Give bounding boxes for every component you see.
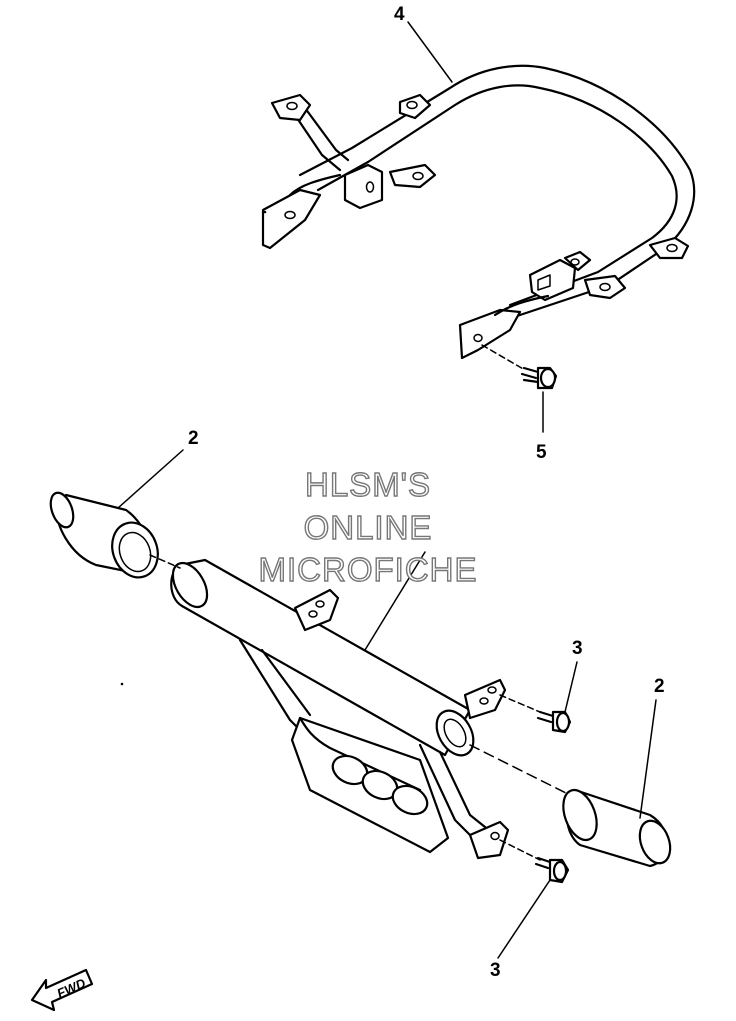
scan-dot: [263, 210, 267, 214]
rear-guard-bracket: [261, 64, 696, 360]
fwd-label: FWD: [55, 975, 89, 1001]
watermark-line-2: ONLINE: [303, 509, 433, 546]
bolt-part-3-upper: [499, 694, 572, 734]
callout-5: 5: [536, 442, 547, 463]
watermark-line-1: HLSM'S: [304, 466, 431, 503]
callout-3-upper: 3: [572, 638, 583, 659]
watermark-line-3: MICROFICHE: [258, 551, 478, 588]
end-cap-right: [469, 744, 672, 868]
bolt-part-3-lower: [499, 839, 570, 884]
fwd-arrow-icon: FWD: [30, 968, 94, 1012]
callout-4: 4: [394, 4, 405, 25]
scan-dot: [120, 682, 124, 686]
main-guard-tube: [170, 551, 510, 860]
callout-3-lower: 3: [490, 960, 501, 981]
callout-2-right: 2: [654, 676, 665, 697]
end-cap-left: [49, 491, 181, 579]
callout-leaders: [117, 21, 657, 959]
bolt-part-5: [481, 344, 558, 390]
callout-2-left: 2: [188, 428, 199, 449]
